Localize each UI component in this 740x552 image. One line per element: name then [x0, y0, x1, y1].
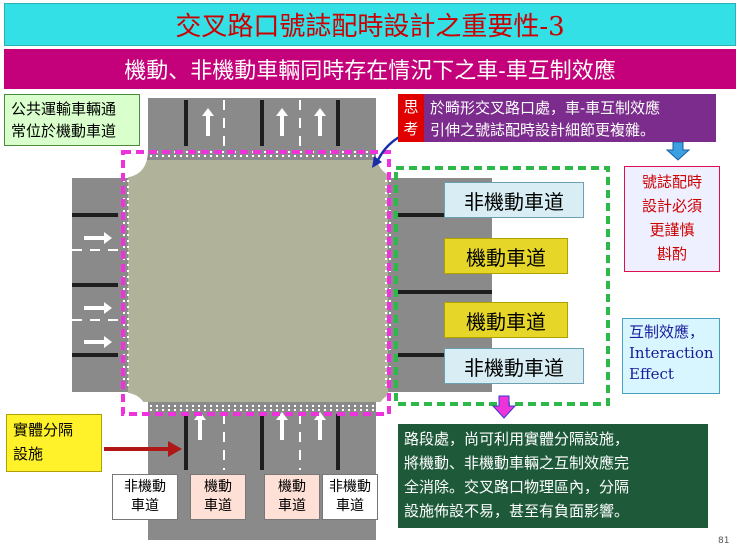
- lane-label-non-motor-top: 非機動車道: [444, 182, 584, 218]
- physical-divider-note: 實體分隔 設施: [6, 414, 102, 472]
- lane-label-motor-1: 機動車道: [444, 238, 568, 274]
- lane-label-non-motor-bottom: 非機動車道: [444, 348, 584, 384]
- page-number: 81: [718, 536, 730, 546]
- page-subtitle: 機動、非機動車輛同時存在情況下之車-車互制效應: [4, 49, 736, 89]
- think-note: 於畸形交叉路口處，車-車互制效應 引伸之號誌配時設計細節更複雜。: [424, 94, 716, 142]
- lane-label-motor-2: 機動車道: [444, 302, 568, 338]
- bottom-lane-motor-left: 機動 車道: [190, 474, 246, 520]
- bottom-lane-non-motor-right: 非機動 車道: [322, 474, 378, 520]
- intersection-area: [128, 160, 388, 402]
- bus-note: 公共運輸車輛通 常位於機動車道: [4, 94, 140, 146]
- bottom-lane-non-motor-left: 非機動 車道: [112, 474, 178, 520]
- signal-design-note: 號誌配時 設計必須 更謹慎 斟酌: [624, 166, 720, 272]
- think-tag: 思 考: [398, 94, 424, 142]
- bottom-lane-motor-right: 機動 車道: [264, 474, 320, 520]
- segment-note: 路段處，尚可利用實體分隔設施， 將機動、非機動車輛之互制效應完 全消除。交叉路口…: [398, 424, 708, 528]
- interaction-effect-note: 互制效應， Interaction Effect: [622, 318, 720, 394]
- intersection-highlight-box: [121, 150, 391, 416]
- page-title: 交叉路口號誌配時設計之重要性-3: [4, 3, 736, 46]
